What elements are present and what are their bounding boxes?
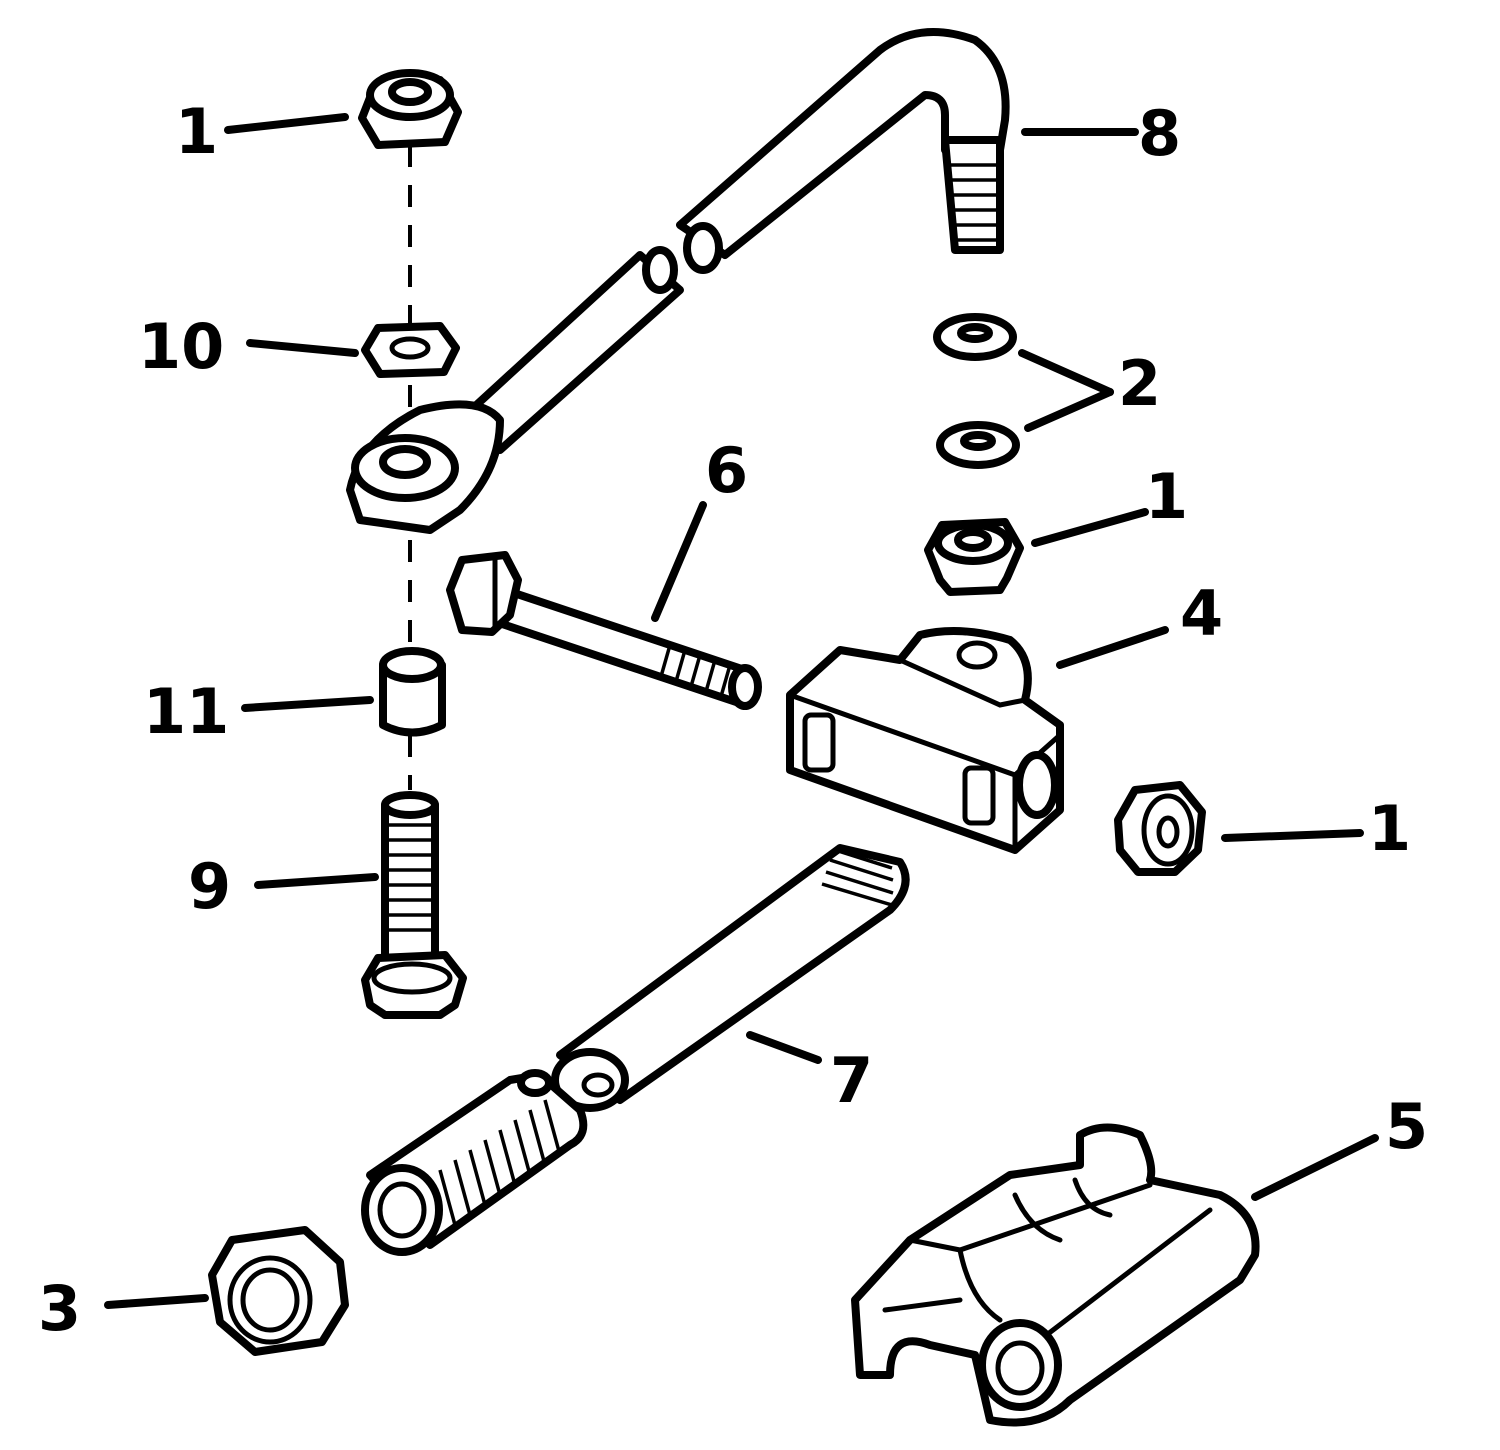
callout-6: 6 [705,434,748,507]
bolt-6 [446,551,762,710]
nut-10 [361,322,460,378]
steering-link-rod [346,28,1010,534]
callout-7: 7 [830,1044,873,1117]
bolt-thread [387,823,433,932]
washer-lower [936,421,1020,469]
lock-nut-middle [924,518,1024,596]
callout-2: 2 [1118,347,1161,420]
bracket-block [786,627,1064,854]
lock-nut-top [358,69,462,149]
callout-8: 8 [1138,97,1181,170]
lock-nut-right [1114,781,1206,876]
callout-10: 10 [138,310,224,383]
callout-1-top: 1 [175,95,218,168]
callout-labels: 1 10 11 9 3 6 7 8 2 1 4 1 5 [38,95,1428,1345]
tube-thread-top [821,848,894,907]
spacer [379,647,446,737]
washer-upper [933,313,1017,361]
callout-9: 9 [188,850,231,923]
leader-lines [104,113,1379,1309]
bolt-6-thread [658,644,732,701]
callout-3: 3 [38,1272,81,1345]
callout-1-right: 1 [1368,792,1411,865]
friction-bracket [851,1123,1260,1427]
callout-4: 4 [1180,577,1223,650]
tube-thread-bottom [438,1099,562,1226]
steering-tube [361,844,910,1256]
callout-5: 5 [1385,1090,1428,1163]
callout-11: 11 [143,675,229,748]
bolt-9 [361,791,467,1019]
jam-nut [208,1226,349,1356]
callout-1-middle: 1 [1145,460,1188,533]
rod-thread [950,163,1000,242]
